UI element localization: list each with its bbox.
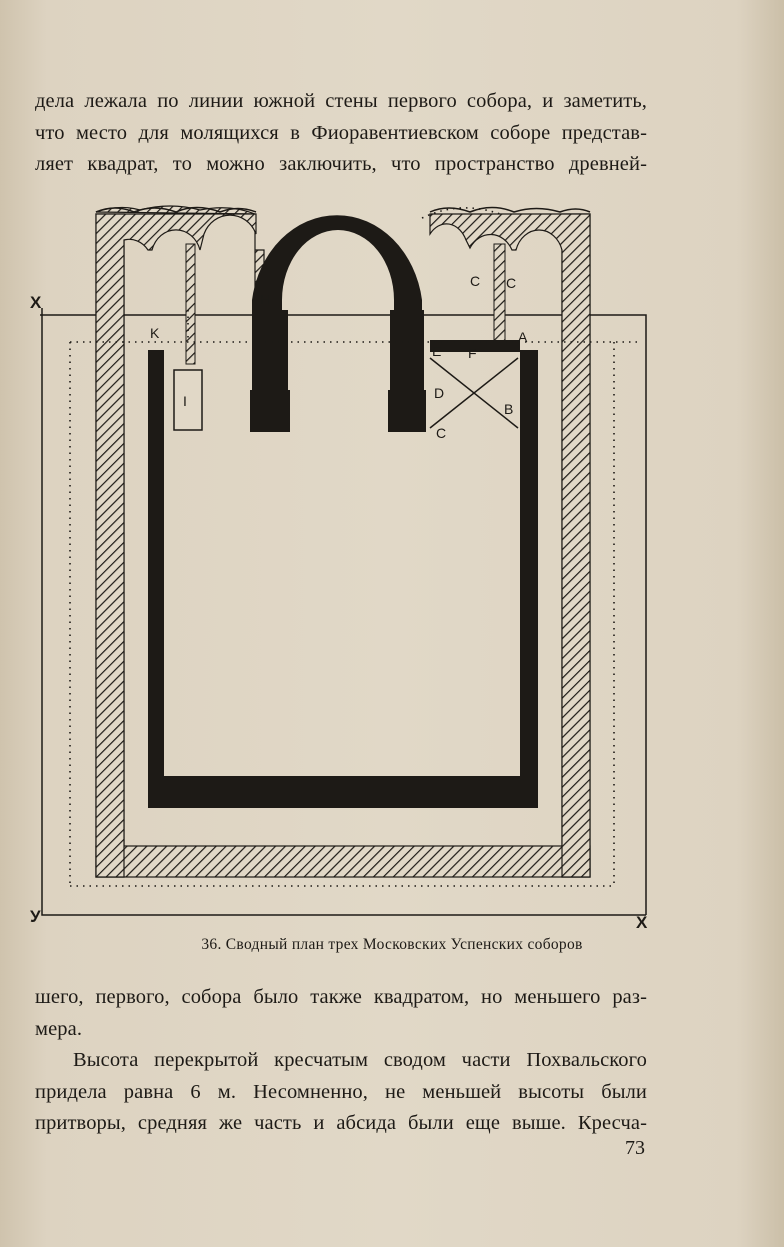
text-line: что место для молящихся в Фиоравентиевск… [35, 121, 647, 144]
page-number: 73 [625, 1137, 645, 1159]
text-line: Высота перекрытой кресчатым сводом части… [73, 1049, 647, 1071]
label-E: E [432, 343, 441, 359]
top-paragraph: дела лежала по линии южной стены первого… [35, 86, 647, 181]
cross-vault-D [429, 357, 519, 429]
label-C-top2: C [506, 275, 516, 291]
label-A: A [518, 329, 528, 345]
text-line: ляет квадрат, то можно заключить, что пр… [35, 153, 647, 175]
text-line: шего, первого, собора было также квадрат… [35, 986, 647, 1008]
outer-frame [40, 308, 647, 916]
label-C-top: C [470, 273, 480, 289]
label-Y: У [30, 907, 41, 926]
pier-I [173, 369, 203, 431]
label-B: B [504, 401, 513, 417]
hatched-walls [95, 205, 591, 878]
plan-labels: X X У H K I C C A E F D B C [30, 273, 648, 930]
label-F: F [468, 345, 477, 361]
label-C-bottom: C [436, 425, 446, 441]
label-D: D [434, 385, 444, 401]
text-line: мера. [35, 1017, 83, 1040]
solid-walls [148, 215, 538, 808]
label-X-left: X [30, 293, 42, 312]
text-line: придела равна 6 м. Несомненно, не меньше… [35, 1080, 647, 1103]
figure-caption: 36. Сводный план трех Московских Успенск… [201, 936, 583, 953]
bottom-paragraph: шего, первого, собора было также квадрат… [35, 982, 647, 1140]
label-I: I [183, 393, 187, 409]
label-H: H [260, 291, 270, 307]
label-X-right: X [636, 913, 648, 930]
text-line: дела лежала по линии южной стены первого… [35, 90, 647, 112]
label-K: K [150, 325, 160, 341]
plan-figure: X X У H K I C C A E F D B C [30, 205, 648, 930]
text-line: притворы, средняя же часть и абсида были… [35, 1112, 647, 1134]
dotted-outline [69, 207, 642, 887]
